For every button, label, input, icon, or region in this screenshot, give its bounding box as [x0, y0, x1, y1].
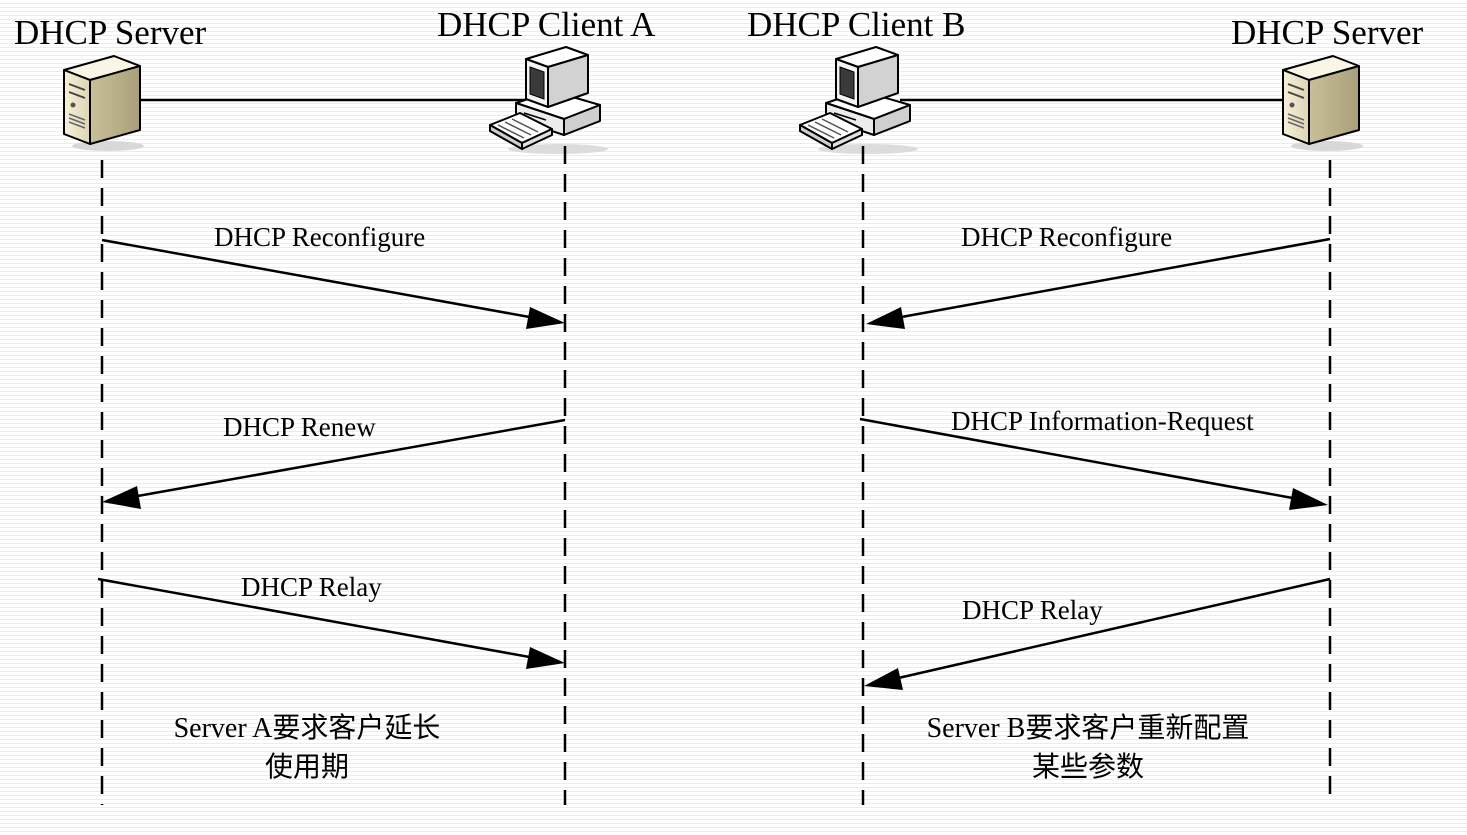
- arrow-reconfigure-left: [101, 238, 536, 320]
- arrow-relay-left: [97, 577, 536, 660]
- arrowhead-relay-right: [864, 668, 903, 690]
- arrow-renew: [131, 418, 566, 499]
- server-b-title: DHCP Server: [1231, 13, 1424, 52]
- server-icon: [62, 54, 146, 153]
- client-b-title: DHCP Client B: [747, 5, 965, 44]
- arrow-reconfigure-right: [895, 237, 1331, 320]
- arrow-information-request: [859, 417, 1299, 501]
- note-right-line2: 某些参数: [1032, 751, 1144, 783]
- arrowhead-renew: [102, 486, 141, 509]
- note-right-line1: Server B要求客户重新配置: [927, 712, 1250, 744]
- server-a-title: DHCP Server: [14, 13, 207, 52]
- message-label-relay-left: DHCP Relay: [241, 572, 382, 602]
- message-label-relay-right: DHCP Relay: [962, 595, 1103, 625]
- client-a-title: DHCP Client A: [437, 5, 656, 44]
- server-icon: [1281, 54, 1365, 153]
- message-label-information-request: DHCP Information-Request: [951, 406, 1254, 436]
- arrow-relay-right: [893, 577, 1331, 681]
- message-label-renew: DHCP Renew: [223, 412, 376, 442]
- arrowhead-information-request: [1289, 488, 1328, 510]
- message-label-reconfigure-right: DHCP Reconfigure: [961, 222, 1172, 252]
- note-left-line1: Server A要求客户延长: [174, 712, 441, 744]
- arrowhead-reconfigure-left: [526, 307, 565, 329]
- message-label-reconfigure-left: DHCP Reconfigure: [214, 222, 425, 252]
- note-left-line2: 使用期: [265, 751, 349, 783]
- arrowhead-reconfigure-right: [866, 307, 905, 329]
- arrowhead-relay-left: [526, 647, 565, 669]
